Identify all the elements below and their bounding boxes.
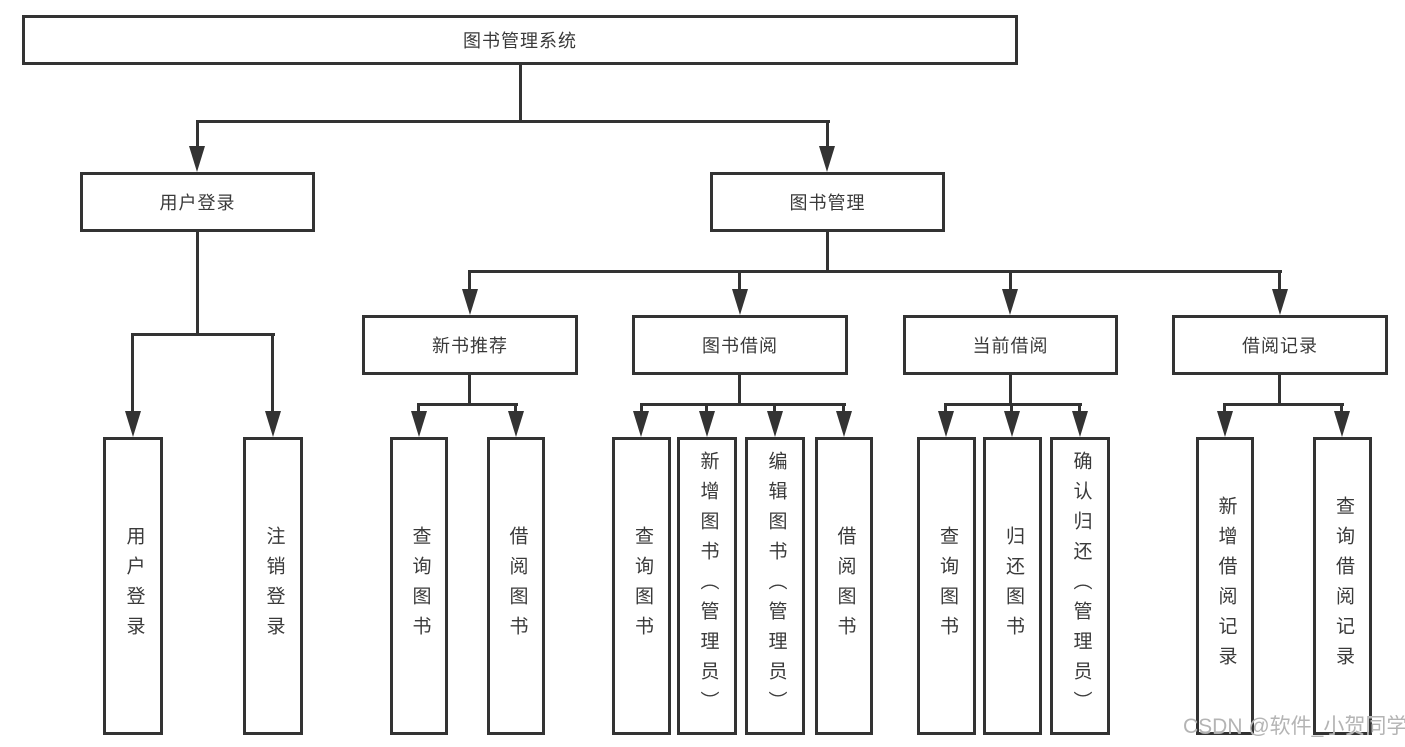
leaf-add-books-admin: 新增图书（管理员） xyxy=(677,437,737,735)
connector-root-vline xyxy=(519,65,522,122)
leaf-logout: 注销登录 xyxy=(243,437,303,735)
arrowhead-borrow-record xyxy=(1272,289,1288,315)
connector-root-hline xyxy=(196,120,830,123)
node-book-borrow: 图书借阅 xyxy=(632,315,848,375)
connector-stem xyxy=(773,403,776,415)
leaf-label: 确认归还（管理员） xyxy=(1070,451,1092,721)
arrowhead xyxy=(411,411,427,437)
leaf-user-login: 用户登录 xyxy=(103,437,163,735)
arrowhead xyxy=(1072,411,1088,437)
connector-user-login-hline xyxy=(131,333,275,336)
arrowhead-book-borrow xyxy=(732,289,748,315)
node-label: 图书管理系统 xyxy=(463,31,577,51)
connector-stem xyxy=(1010,403,1013,415)
arrowhead-user-login xyxy=(189,146,205,172)
leaf-label: 新增借阅记录 xyxy=(1215,496,1237,676)
leaf-label: 编辑图书（管理员） xyxy=(765,451,787,721)
connector-stem xyxy=(1078,403,1081,415)
connector-stem xyxy=(514,403,517,415)
leaf-label: 查询借阅记录 xyxy=(1332,496,1354,676)
leaf-label: 借阅图书 xyxy=(506,526,528,646)
arrowhead xyxy=(1217,411,1233,437)
leaf-borrow-books-1: 借阅图书 xyxy=(487,437,545,735)
connector-book-borrow-hline xyxy=(640,403,846,406)
connector-new-book-vline xyxy=(468,375,471,406)
connector-book-borrow-vline xyxy=(738,375,741,406)
leaf-borrow-books-2: 借阅图书 xyxy=(815,437,873,735)
connector-new-book-hline xyxy=(417,403,518,406)
node-label: 当前借阅 xyxy=(972,336,1049,356)
connector-stem-borrow-record xyxy=(1278,270,1281,291)
arrowhead-new-book xyxy=(462,289,478,315)
leaf-label: 注销登录 xyxy=(263,526,285,646)
leaf-label: 查询图书 xyxy=(409,526,431,646)
node-user-login: 用户登录 xyxy=(80,172,315,232)
connector-user-login-vline xyxy=(196,232,199,336)
leaf-return-books: 归还图书 xyxy=(983,437,1042,735)
connector-stem-book-mgmt xyxy=(826,120,829,148)
connector-stem-leaf-logout xyxy=(271,333,274,411)
watermark-text: CSDN @软件_小贺同学 xyxy=(1183,715,1405,738)
leaf-query-books-3: 查询图书 xyxy=(917,437,976,735)
leaf-query-borrow-record: 查询借阅记录 xyxy=(1313,437,1372,735)
arrowhead xyxy=(508,411,524,437)
node-book-mgmt: 图书管理 xyxy=(710,172,945,232)
connector-stem xyxy=(705,403,708,415)
connector-stem xyxy=(1223,403,1226,415)
leaf-edit-books-admin: 编辑图书（管理员） xyxy=(745,437,805,735)
arrowhead xyxy=(633,411,649,437)
connector-stem xyxy=(842,403,845,415)
arrowhead xyxy=(938,411,954,437)
node-current-borrow: 当前借阅 xyxy=(903,315,1118,375)
arrowhead-book-mgmt xyxy=(819,146,835,172)
connector-stem-book-borrow xyxy=(738,270,741,291)
leaf-query-books-2: 查询图书 xyxy=(612,437,671,735)
connector-stem xyxy=(944,403,947,415)
arrowhead xyxy=(1004,411,1020,437)
leaf-query-books-1: 查询图书 xyxy=(390,437,448,735)
node-label: 用户登录 xyxy=(159,193,236,213)
arrowhead-current-borrow xyxy=(1002,289,1018,315)
connector-stem xyxy=(1340,403,1343,415)
connector-borrow-record-vline xyxy=(1278,375,1281,406)
leaf-add-borrow-record: 新增借阅记录 xyxy=(1196,437,1254,735)
connector-stem-user-login xyxy=(196,120,199,148)
connector-borrow-record-hline xyxy=(1223,403,1344,406)
leaf-confirm-return-admin: 确认归还（管理员） xyxy=(1050,437,1110,735)
arrowhead xyxy=(767,411,783,437)
node-label: 新书推荐 xyxy=(432,336,508,356)
leaf-label: 用户登录 xyxy=(123,526,145,646)
node-label: 图书借阅 xyxy=(702,336,778,356)
leaf-label: 查询图书 xyxy=(631,526,653,646)
node-new-book-rec: 新书推荐 xyxy=(362,315,578,375)
connector-stem xyxy=(417,403,420,415)
leaf-label: 新增图书（管理员） xyxy=(697,451,719,721)
node-label: 借阅记录 xyxy=(1242,336,1318,356)
connector-book-mgmt-hline xyxy=(468,270,1282,273)
arrowhead xyxy=(1334,411,1350,437)
connector-stem-leaf-login xyxy=(131,333,134,411)
connector-stem xyxy=(640,403,643,415)
arrowhead xyxy=(836,411,852,437)
arrowhead-leaf-login xyxy=(125,411,141,437)
arrowhead xyxy=(699,411,715,437)
connector-stem-new-book xyxy=(468,270,471,291)
node-root-system: 图书管理系统 xyxy=(22,15,1018,65)
leaf-label: 借阅图书 xyxy=(834,526,856,646)
connector-book-mgmt-vline xyxy=(826,232,829,273)
leaf-label: 归还图书 xyxy=(1002,526,1024,646)
node-borrow-record: 借阅记录 xyxy=(1172,315,1388,375)
leaf-label: 查询图书 xyxy=(936,526,958,646)
arrowhead-leaf-logout xyxy=(265,411,281,437)
connector-current-borrow-vline xyxy=(1009,375,1012,406)
node-label: 图书管理 xyxy=(789,193,866,213)
connector-current-borrow-hline xyxy=(945,403,1082,406)
connector-stem-current-borrow xyxy=(1009,270,1012,291)
